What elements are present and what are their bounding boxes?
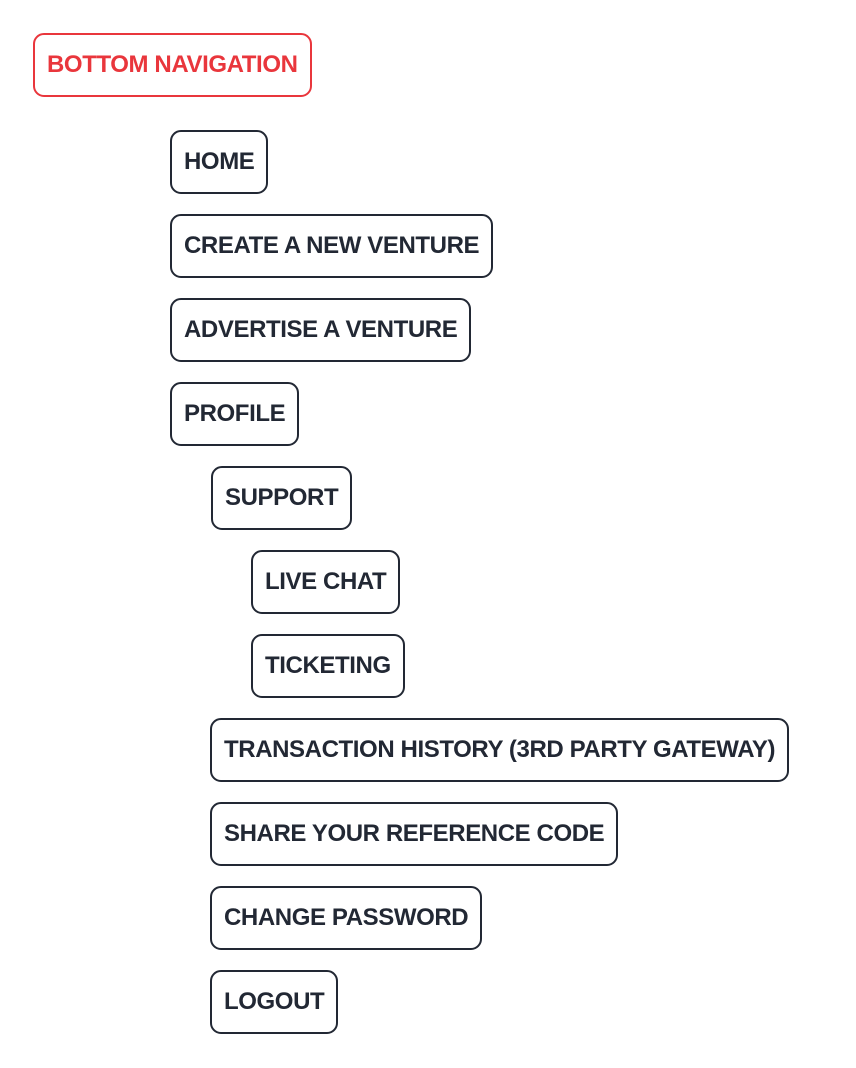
- nav-item-logout[interactable]: LOGOUT: [210, 970, 339, 1034]
- nav-item-share-your-reference-code[interactable]: SHARE YOUR REFERENCE CODE: [210, 802, 619, 866]
- nav-item-change-password[interactable]: CHANGE PASSWORD: [210, 886, 483, 950]
- nav-item-live-chat[interactable]: LIVE CHAT: [251, 550, 401, 614]
- nav-item-create-a-new-venture[interactable]: CREATE A NEW VENTURE: [170, 214, 494, 278]
- nav-item-transaction-history[interactable]: TRANSACTION HISTORY (3RD PARTY GATEWAY): [210, 718, 790, 782]
- nav-item-ticketing[interactable]: TICKETING: [251, 634, 405, 698]
- nav-item-profile[interactable]: PROFILE: [170, 382, 300, 446]
- nav-item-advertise-a-venture[interactable]: ADVERTISE A VENTURE: [170, 298, 472, 362]
- nav-item-support[interactable]: SUPPORT: [211, 466, 353, 530]
- diagram-root-bottom-navigation: BOTTOM NAVIGATION: [33, 33, 312, 97]
- nav-item-home[interactable]: HOME: [170, 130, 269, 194]
